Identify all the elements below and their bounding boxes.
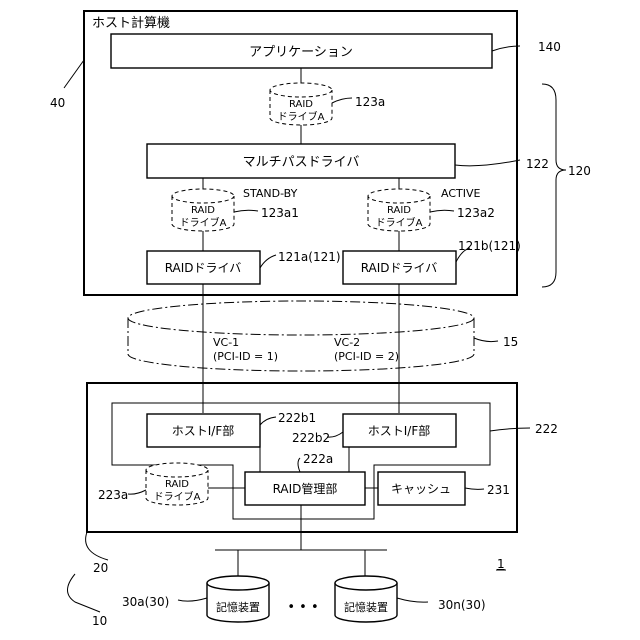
storage-raid-drive-line1: RAID (165, 479, 189, 490)
storage-device-first: 記憶装置 (207, 576, 269, 622)
vc2-pci: (PCI-ID = 2) (334, 350, 399, 363)
raid-drive-left: RAID ドライブA (172, 189, 234, 231)
raid-drive-left-line1: RAID (191, 205, 215, 216)
application-label: アプリケーション (249, 45, 353, 60)
cache-label: キャッシュ (391, 482, 451, 496)
host-if-right-label: ホストI/F部 (368, 423, 431, 438)
raid-drive-left-ref: 123a1 (261, 206, 299, 220)
raid-drive-left-line2: ドライブA (180, 216, 227, 229)
group-ref: 120 (568, 164, 591, 178)
raid-drive-top: RAID ドライブA (270, 83, 332, 125)
raid-drive-top-ref: 123a (355, 95, 385, 109)
host-if-right-ref: 222b2 (292, 431, 330, 445)
multipath-ref: 122 (526, 157, 549, 171)
raid-drive-right: RAID ドライブA (368, 189, 430, 231)
storage-raid-drive-line2: ドライブA (154, 490, 201, 503)
host-if-left-label: ホストI/F部 (172, 423, 235, 438)
raid-manager-ref: 222a (303, 452, 333, 466)
application-ref-leader (492, 46, 520, 51)
raid-drive-top-line2: ドライブA (278, 110, 325, 123)
vc1-pci: (PCI-ID = 1) (213, 350, 278, 363)
storage-device-first-ref: 30a(30) (122, 595, 169, 609)
raid-manager-label: RAID管理部 (273, 481, 338, 496)
raid-driver-right-label: RAIDドライバ (361, 261, 438, 275)
host-if-left-ref: 222b1 (278, 411, 316, 425)
active-status: ACTIVE (441, 187, 481, 200)
storage-device-last: 記憶装置 (335, 576, 397, 622)
storage-ref: 20 (93, 561, 108, 575)
raid-drive-right-ref: 123a2 (457, 206, 495, 220)
vc2-name: VC-2 (334, 336, 360, 349)
application-ref: 140 (538, 40, 561, 54)
raid-drive-right-line1: RAID (387, 205, 411, 216)
storage-device-first-label: 記憶装置 (216, 600, 260, 614)
raid-driver-left-label: RAIDドライバ (165, 261, 242, 275)
standby-status: STAND-BY (243, 187, 298, 200)
host-computer-title: ホスト計算機 (92, 15, 170, 31)
virtual-channel (128, 301, 474, 371)
raid-drive-top-line1: RAID (289, 99, 313, 110)
storage-device-last-label: 記憶装置 (344, 600, 388, 614)
host-ref-leader (64, 60, 84, 88)
cache-ref: 231 (487, 483, 510, 497)
raid-driver-left-ref: 121a(121) (278, 250, 341, 264)
storage-device-last-ref: 30n(30) (438, 598, 486, 612)
raid-drive-right-line2: ドライブA (376, 216, 423, 229)
storage-raid-drive-ref: 223a (98, 488, 128, 502)
storage-box (87, 383, 517, 532)
multipath-driver-label: マルチパスドライバ (243, 155, 360, 170)
channel-ref: 15 (503, 335, 518, 349)
vc1-name: VC-1 (213, 336, 239, 349)
ellipsis: • • • (287, 600, 318, 615)
figure-ref: 1 (497, 557, 505, 571)
host-ref: 40 (50, 96, 65, 110)
disk-group-ref: 10 (92, 614, 107, 628)
storage-raid-drive: RAID ドライブA (146, 463, 208, 505)
group-brace (542, 84, 566, 287)
raid-driver-right-ref: 121b(121) (458, 239, 521, 253)
controller-ref: 222 (535, 422, 558, 436)
